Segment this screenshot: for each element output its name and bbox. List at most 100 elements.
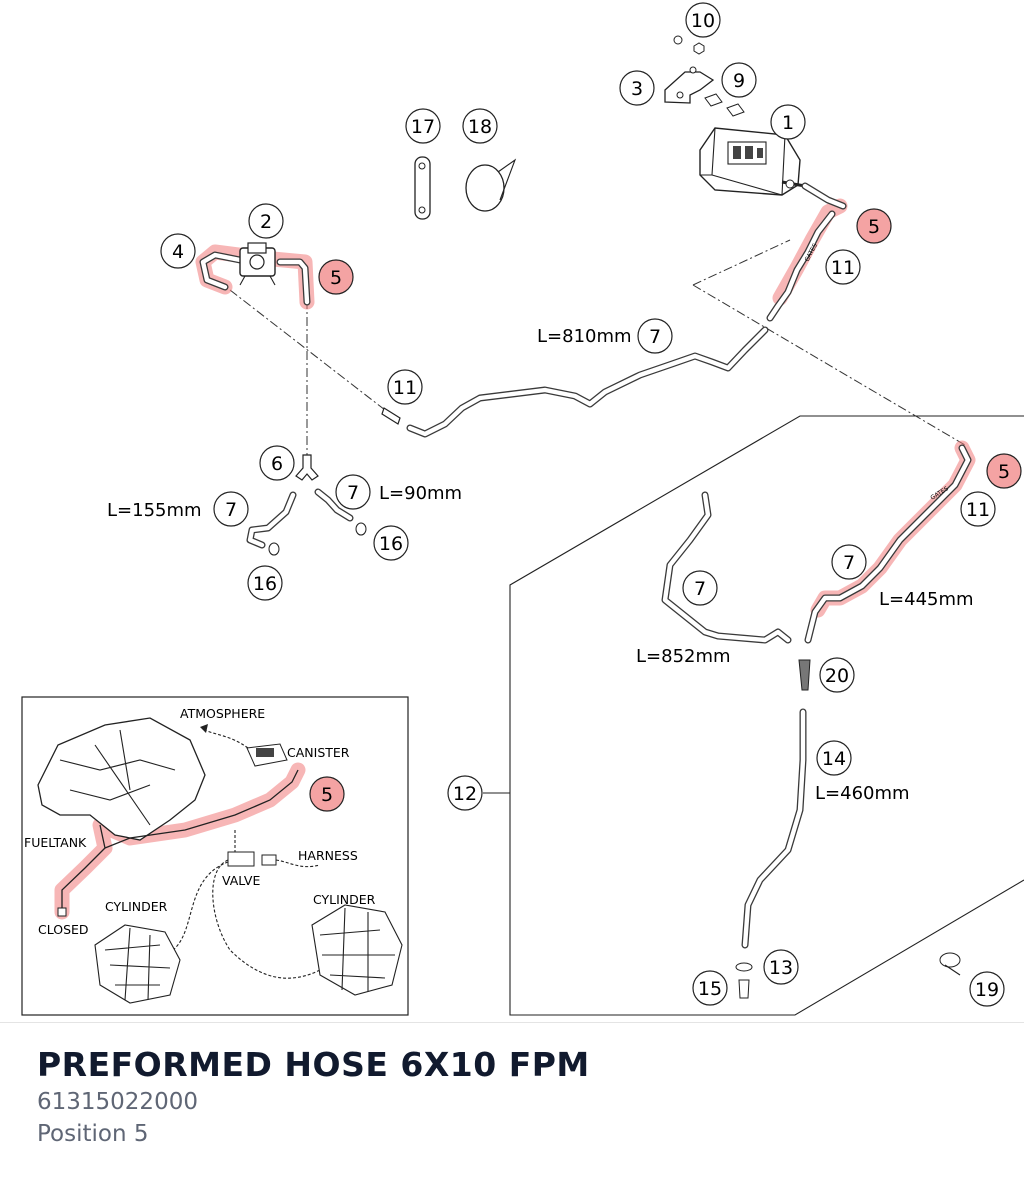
callout-7: 7 — [213, 491, 249, 527]
callout-circle — [856, 208, 892, 244]
callout-circle — [637, 318, 673, 354]
kit-panel-outline — [509, 415, 1024, 1016]
callout-number: 7 — [694, 578, 706, 600]
callout-5: 5 — [318, 259, 354, 295]
canister — [699, 127, 806, 196]
callout-circle — [770, 104, 806, 140]
callout-circle — [318, 259, 354, 295]
callout-number: 15 — [698, 978, 722, 1000]
callout-number: 17 — [411, 116, 435, 138]
callout-number: 1 — [782, 112, 794, 134]
callout-16: 16 — [373, 525, 409, 561]
callout-circle — [335, 474, 371, 510]
part-info-footer: PREFORMED HOSE 6X10 FPM 61315022000 Posi… — [0, 1022, 1024, 1178]
callout-circle — [986, 453, 1022, 489]
inset-label-cylinder-right: CYLINDER — [313, 892, 376, 907]
hose-810mm — [381, 326, 769, 438]
callout-number: 18 — [468, 116, 492, 138]
callout-6: 6 — [259, 445, 295, 481]
callout-number: 11 — [966, 499, 990, 521]
strap-and-tie — [414, 156, 517, 220]
inset-label-cylinder-left: CYLINDER — [105, 899, 168, 914]
dimension-445mm: L=445mm — [879, 589, 974, 610]
callout-number: 7 — [225, 499, 237, 521]
leader-lines — [229, 239, 966, 455]
valve-assembly-topleft — [199, 242, 311, 306]
part-title: PREFORMED HOSE 6X10 FPM — [37, 1045, 590, 1084]
callout-circle — [462, 108, 498, 144]
callout-circle — [259, 445, 295, 481]
callout-10: 10 — [685, 2, 721, 38]
inset-frame — [21, 696, 409, 1016]
callout-circle — [248, 203, 284, 239]
callout-circle — [160, 233, 196, 269]
callout-number: 14 — [822, 748, 846, 770]
callout-number: 4 — [172, 241, 184, 263]
dimension-labels: L=810mm L=155mm L=90mm L=445mm L=852mm L… — [107, 326, 974, 804]
dimension-810mm: L=810mm — [537, 326, 632, 347]
dimension-155mm: L=155mm — [107, 500, 202, 521]
callout-number: 9 — [733, 70, 745, 92]
callout-17: 17 — [405, 108, 441, 144]
callout-circle — [763, 949, 799, 985]
callout-circle — [309, 776, 345, 812]
callout-18: 18 — [462, 108, 498, 144]
callout-circle — [213, 491, 249, 527]
callout-7: 7 — [637, 318, 673, 354]
callout-number: 16 — [253, 573, 277, 595]
callout-5: 5 — [309, 776, 345, 812]
inset-label-fueltank: FUELTANK — [24, 835, 87, 850]
callout-circle — [247, 565, 283, 601]
callout-number: 5 — [321, 784, 333, 806]
callout-circle — [405, 108, 441, 144]
callout-11: 11 — [825, 249, 861, 285]
callout-1: 1 — [770, 104, 806, 140]
callout-number: 13 — [769, 957, 793, 979]
callout-16: 16 — [247, 565, 283, 601]
callout-7: 7 — [831, 544, 867, 580]
callout-number: 11 — [393, 377, 417, 399]
callout-circle — [969, 971, 1005, 1007]
right-panel-hoses: GATES — [661, 444, 972, 999]
inset-label-canister: CANISTER — [287, 745, 350, 760]
dimension-460mm: L=460mm — [815, 783, 910, 804]
callout-3: 3 — [619, 70, 655, 106]
inset-labels: ATMOSPHERE CANISTER FUELTANK HARNESS VAL… — [24, 706, 376, 937]
inset-label-valve: VALVE — [222, 873, 260, 888]
callout-19: 19 — [969, 971, 1005, 1007]
callout-2: 2 — [248, 203, 284, 239]
callout-14: 14 — [816, 740, 852, 776]
callout-11: 11 — [960, 491, 996, 527]
callout-9: 9 — [721, 62, 757, 98]
y-connector-group — [246, 454, 367, 556]
callout-circle — [960, 491, 996, 527]
callout-number: 11 — [831, 257, 855, 279]
dimension-90mm: L=90mm — [379, 483, 462, 504]
callout-7: 7 — [682, 570, 718, 606]
part-position: Position 5 — [37, 1121, 149, 1147]
bracket-and-nuts — [664, 35, 745, 117]
callout-circle — [685, 2, 721, 38]
parts-diagram: GATES — [21, 2, 1024, 1016]
callout-circle — [831, 544, 867, 580]
callout-circle — [692, 970, 728, 1006]
callout-number: 5 — [868, 216, 880, 238]
callout-4: 4 — [160, 233, 196, 269]
canister-hose: GATES — [766, 182, 847, 322]
callout-number: 7 — [347, 482, 359, 504]
callout-7: 7 — [335, 474, 371, 510]
callout-number: 12 — [453, 783, 477, 805]
callout-circle — [619, 70, 655, 106]
callout-12: 12 — [447, 775, 483, 811]
callout-number: 3 — [631, 78, 643, 100]
callout-circle — [373, 525, 409, 561]
inset-label-harness: HARNESS — [298, 848, 358, 863]
inset-label-closed: CLOSED — [38, 922, 89, 937]
callout-number: 5 — [330, 267, 342, 289]
callout-number: 2 — [260, 211, 272, 233]
inset-label-atmosphere: ATMOSPHERE — [180, 706, 265, 721]
callout-15: 15 — [692, 970, 728, 1006]
callout-20: 20 — [819, 657, 855, 693]
callout-number: 7 — [843, 552, 855, 574]
callout-circle — [816, 740, 852, 776]
